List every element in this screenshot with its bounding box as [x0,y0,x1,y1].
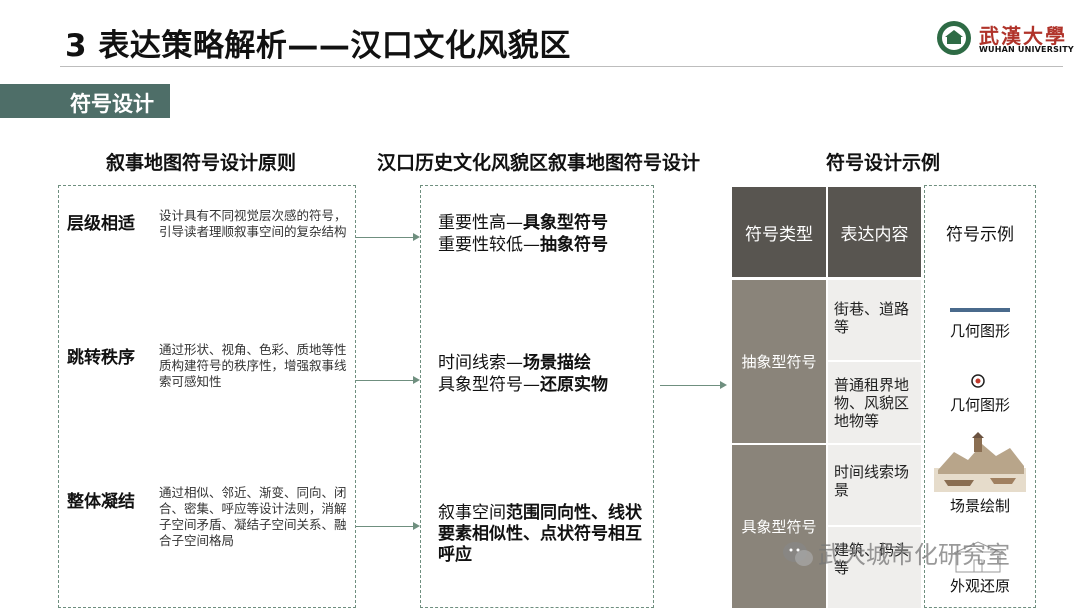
strategy-emphasis: 抽象符号 [540,235,608,255]
section-tag-label: 符号设计 [70,92,154,116]
table-header-content: 表达内容 [828,187,921,277]
university-logo: 武漢大學 WUHAN UNIVERSITY [935,18,1074,58]
example-label: 外观还原 [949,577,1010,595]
strategy-item: 时间线索—场景描绘 具象型符号—还原实物 [438,352,643,396]
title-divider [60,66,1063,67]
content-cell: 普通租界地物、风貌区地物等 [828,362,921,443]
logo-chinese-name: 武漢大學 [979,24,1067,48]
strategy-emphasis: 具象型符号 [523,213,608,233]
middle-column-heading: 汉口历史文化风貌区叙事地图符号设计 [377,152,701,174]
strategy-emphasis: 场景描绘 [523,353,591,373]
right-column-heading: 符号设计示例 [826,152,941,174]
strategy-text: 具象型符号— [438,375,540,395]
content-cell: 街巷、道路等 [828,280,921,360]
logo-english-name: WUHAN UNIVERSITY [979,45,1074,54]
left-column-heading: 叙事地图符号设计原则 [106,152,297,174]
strategy-emphasis: 还原实物 [540,375,608,395]
building-sketch-icon [953,541,1003,573]
example-label: 几何图形 [949,396,1010,414]
symbol-group-concrete: 具象型符号 [732,445,826,608]
strategy-item: 叙事空间范围同向性、线状要素相似性、点状符号相互呼应 [438,503,643,566]
page-title: 3 表达策略解析——汉口文化风貌区 [65,28,571,64]
strategy-text: 重要性高— [438,213,523,233]
table-header-example: 符号示例 [946,225,1014,245]
point-symbol-icon [971,374,985,388]
symbol-group-abstract: 抽象型符号 [732,280,826,443]
content-cell: 建筑、码头等 [828,527,921,608]
principle-title: 跳转秩序 [67,348,135,368]
line-symbol-icon [950,308,1010,312]
arrow-connector [356,522,420,530]
strategy-text: 叙事空间 [438,503,506,523]
principle-description: 通过相似、邻近、渐变、同向、闭合、密集、呼应等设计法则，消解子空间矛盾、凝结子空… [159,485,347,548]
arrow-connector [356,376,420,384]
principle-title: 层级相适 [67,214,135,234]
scene-illustration-icon [934,432,1026,492]
principle-description: 通过形状、视角、色彩、质地等性质构建符号的秩序性，增强叙事线索可感知性 [159,342,347,389]
content-cell: 时间线索场景 [828,445,921,525]
arrow-connector [356,233,420,241]
arrow-connector [660,381,727,389]
wechat-icon [783,542,813,566]
watermark-text: 武大城市化研究室 [818,541,1010,569]
wuhan-university-emblem-icon [937,21,971,55]
example-label: 几何图形 [949,322,1010,340]
strategy-item: 重要性高—具象型符号 重要性较低—抽象符号 [438,212,643,256]
principle-description: 设计具有不同视觉层次感的符号，引导读者理顺叙事空间的复杂结构 [159,208,347,239]
table-header-type: 符号类型 [732,187,826,277]
strategy-emphasis: 范围同向性、线状要素相似性、点状符号相互呼应 [438,503,642,565]
strategy-text: 时间线索— [438,353,523,373]
example-label: 场景绘制 [949,497,1010,515]
principle-title: 整体凝结 [67,492,135,512]
strategy-text: 重要性较低— [438,235,540,255]
section-tag: 符号设计 [0,84,170,118]
